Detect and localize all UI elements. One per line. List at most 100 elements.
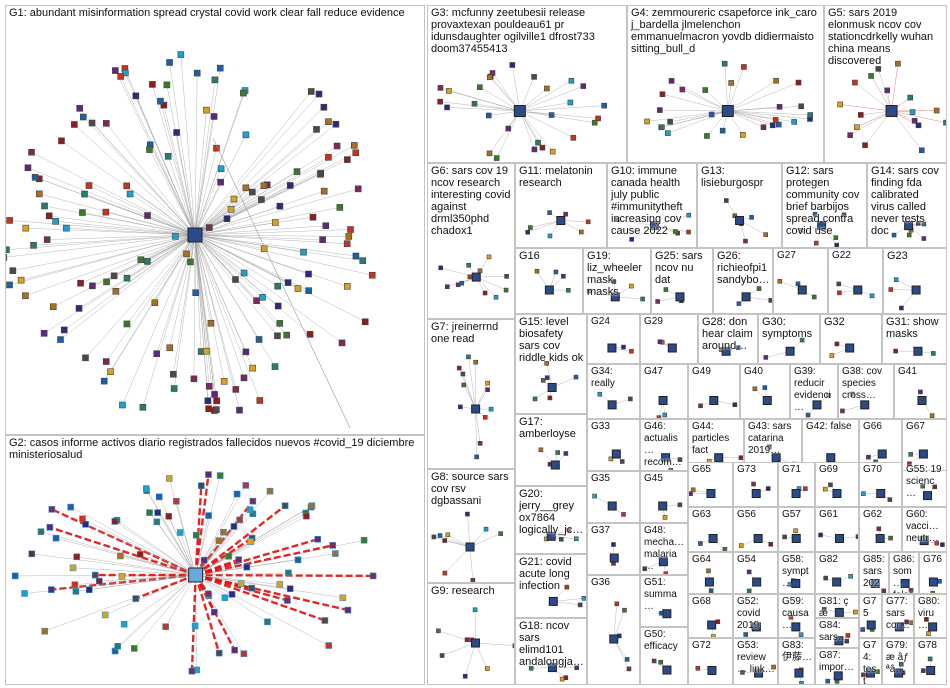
hub-node-avatar[interactable] [607, 501, 617, 511]
user-node-avatar[interactable] [667, 119, 673, 125]
user-node-avatar[interactable] [763, 355, 769, 360]
user-node-avatar[interactable] [477, 440, 483, 446]
user-node-avatar[interactable] [929, 413, 935, 418]
user-node-avatar[interactable] [281, 502, 289, 510]
user-node-avatar[interactable] [211, 76, 219, 84]
hub-node-avatar[interactable] [794, 668, 804, 678]
user-node-avatar[interactable] [192, 531, 200, 539]
user-node-avatar[interactable] [528, 665, 534, 671]
user-node-avatar[interactable] [338, 339, 346, 347]
user-node-avatar[interactable] [102, 358, 110, 365]
user-node-avatar[interactable] [460, 371, 466, 377]
user-node-avatar[interactable] [861, 672, 866, 678]
user-node-avatar[interactable] [465, 511, 470, 517]
user-node-avatar[interactable] [793, 528, 798, 534]
user-node-avatar[interactable] [776, 104, 783, 110]
user-node-avatar[interactable] [908, 452, 913, 457]
user-node-avatar[interactable] [915, 122, 922, 129]
user-node-avatar[interactable] [821, 607, 827, 612]
user-node-avatar[interactable] [782, 534, 787, 540]
user-node-avatar[interactable] [911, 117, 918, 124]
user-node-avatar[interactable] [888, 287, 894, 292]
user-node-avatar[interactable] [276, 202, 284, 210]
user-node-avatar[interactable] [190, 375, 198, 383]
user-node-avatar[interactable] [601, 102, 607, 109]
user-node-avatar[interactable] [103, 120, 110, 127]
hub-node-avatar[interactable] [751, 489, 761, 498]
user-node-avatar[interactable] [532, 396, 538, 402]
user-node-avatar[interactable] [207, 319, 215, 327]
user-node-avatar[interactable] [775, 121, 782, 128]
user-node-avatar[interactable] [662, 515, 668, 520]
hub-node-avatar[interactable] [834, 636, 844, 646]
user-node-avatar[interactable] [211, 608, 218, 616]
user-node-avatar[interactable] [52, 218, 59, 225]
user-node-avatar[interactable] [30, 242, 37, 249]
user-node-avatar[interactable] [249, 497, 257, 505]
user-node-avatar[interactable] [563, 211, 568, 217]
user-node-avatar[interactable] [881, 588, 887, 593]
user-node-avatar[interactable] [895, 60, 901, 67]
user-node-avatar[interactable] [260, 245, 268, 253]
user-node-avatar[interactable] [88, 119, 96, 127]
user-node-avatar[interactable] [461, 382, 467, 388]
user-node-avatar[interactable] [164, 153, 172, 160]
user-node-avatar[interactable] [173, 497, 180, 505]
user-node-avatar[interactable] [437, 98, 443, 105]
user-node-avatar[interactable] [77, 279, 84, 287]
user-node-avatar[interactable] [798, 632, 804, 637]
hub-node-avatar[interactable] [610, 292, 620, 302]
user-node-avatar[interactable] [868, 73, 874, 79]
user-node-avatar[interactable] [41, 202, 48, 210]
user-node-avatar[interactable] [232, 386, 240, 393]
hub-node-avatar[interactable] [877, 449, 887, 459]
user-node-avatar[interactable] [573, 374, 579, 380]
user-node-avatar[interactable] [926, 631, 931, 636]
user-node-avatar[interactable] [36, 190, 43, 198]
user-node-avatar[interactable] [597, 391, 603, 397]
user-node-avatar[interactable] [146, 509, 153, 516]
user-node-avatar[interactable] [285, 569, 292, 577]
user-node-avatar[interactable] [708, 588, 714, 593]
user-node-avatar[interactable] [918, 389, 923, 395]
hub-node-avatar[interactable] [661, 453, 671, 463]
user-node-avatar[interactable] [812, 211, 818, 217]
user-node-avatar[interactable] [223, 215, 231, 222]
user-node-avatar[interactable] [319, 236, 326, 244]
user-node-avatar[interactable] [488, 406, 494, 412]
hub-node-avatar[interactable] [188, 567, 204, 583]
user-node-avatar[interactable] [614, 601, 620, 607]
user-node-avatar[interactable] [274, 332, 281, 340]
hub-node-avatar[interactable] [547, 383, 557, 392]
user-node-avatar[interactable] [146, 146, 153, 153]
user-node-avatar[interactable] [63, 224, 70, 232]
user-node-avatar[interactable] [117, 73, 124, 80]
user-node-avatar[interactable] [236, 406, 243, 414]
user-node-avatar[interactable] [738, 455, 743, 461]
user-node-avatar[interactable] [72, 588, 80, 595]
user-node-avatar[interactable] [937, 579, 942, 584]
hub-node-avatar[interactable] [658, 557, 668, 567]
user-node-avatar[interactable] [126, 190, 134, 198]
user-node-avatar[interactable] [566, 287, 571, 293]
user-node-avatar[interactable] [144, 212, 151, 219]
user-node-avatar[interactable] [85, 586, 93, 594]
user-node-avatar[interactable] [695, 666, 701, 671]
user-node-avatar[interactable] [581, 596, 586, 601]
user-node-avatar[interactable] [198, 482, 205, 490]
user-node-avatar[interactable] [132, 92, 140, 100]
user-node-avatar[interactable] [909, 620, 914, 626]
user-node-avatar[interactable] [117, 552, 124, 560]
user-node-avatar[interactable] [253, 297, 260, 304]
user-node-avatar[interactable] [813, 240, 819, 246]
user-node-avatar[interactable] [187, 258, 194, 266]
user-node-avatar[interactable] [45, 212, 53, 220]
user-node-avatar[interactable] [137, 256, 145, 264]
user-node-avatar[interactable] [622, 607, 627, 613]
user-node-avatar[interactable] [898, 661, 904, 667]
user-node-avatar[interactable] [79, 515, 86, 523]
user-node-avatar[interactable] [539, 144, 546, 151]
user-node-avatar[interactable] [751, 481, 756, 487]
user-node-avatar[interactable] [325, 154, 332, 161]
hub-node-avatar[interactable] [556, 216, 566, 225]
